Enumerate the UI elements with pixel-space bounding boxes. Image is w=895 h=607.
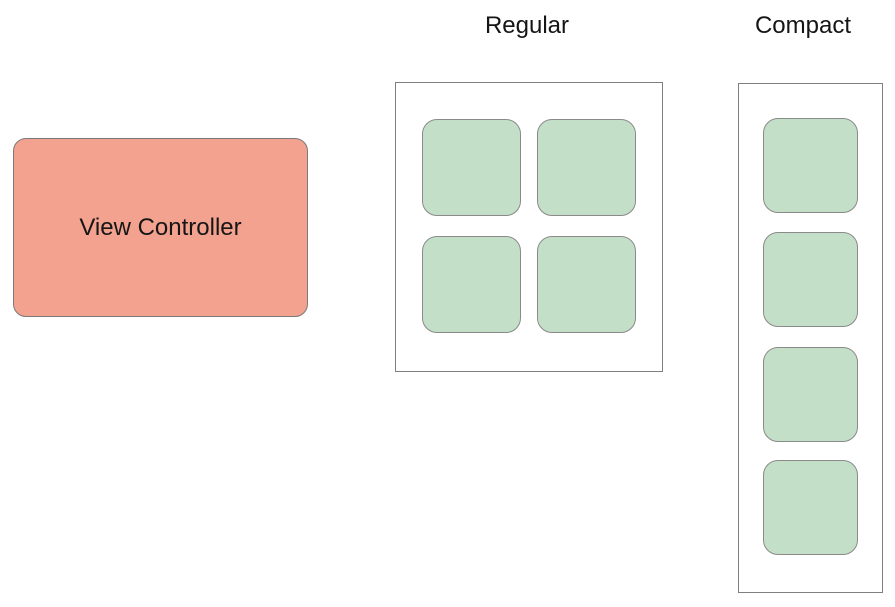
compact-column-label: Compact bbox=[754, 12, 852, 39]
grid-tile bbox=[537, 119, 636, 216]
grid-tile bbox=[422, 119, 521, 216]
view-controller-label: View Controller bbox=[79, 213, 242, 241]
regular-layout-container bbox=[395, 82, 663, 372]
compact-layout-container bbox=[738, 83, 883, 593]
column-tile bbox=[763, 118, 858, 213]
column-tile bbox=[763, 232, 858, 327]
column-tile bbox=[763, 347, 858, 442]
grid-tile bbox=[537, 236, 636, 333]
view-controller-box: View Controller bbox=[13, 138, 308, 317]
grid-tile bbox=[422, 236, 521, 333]
regular-column-label: Regular bbox=[484, 12, 570, 39]
column-tile bbox=[763, 460, 858, 555]
